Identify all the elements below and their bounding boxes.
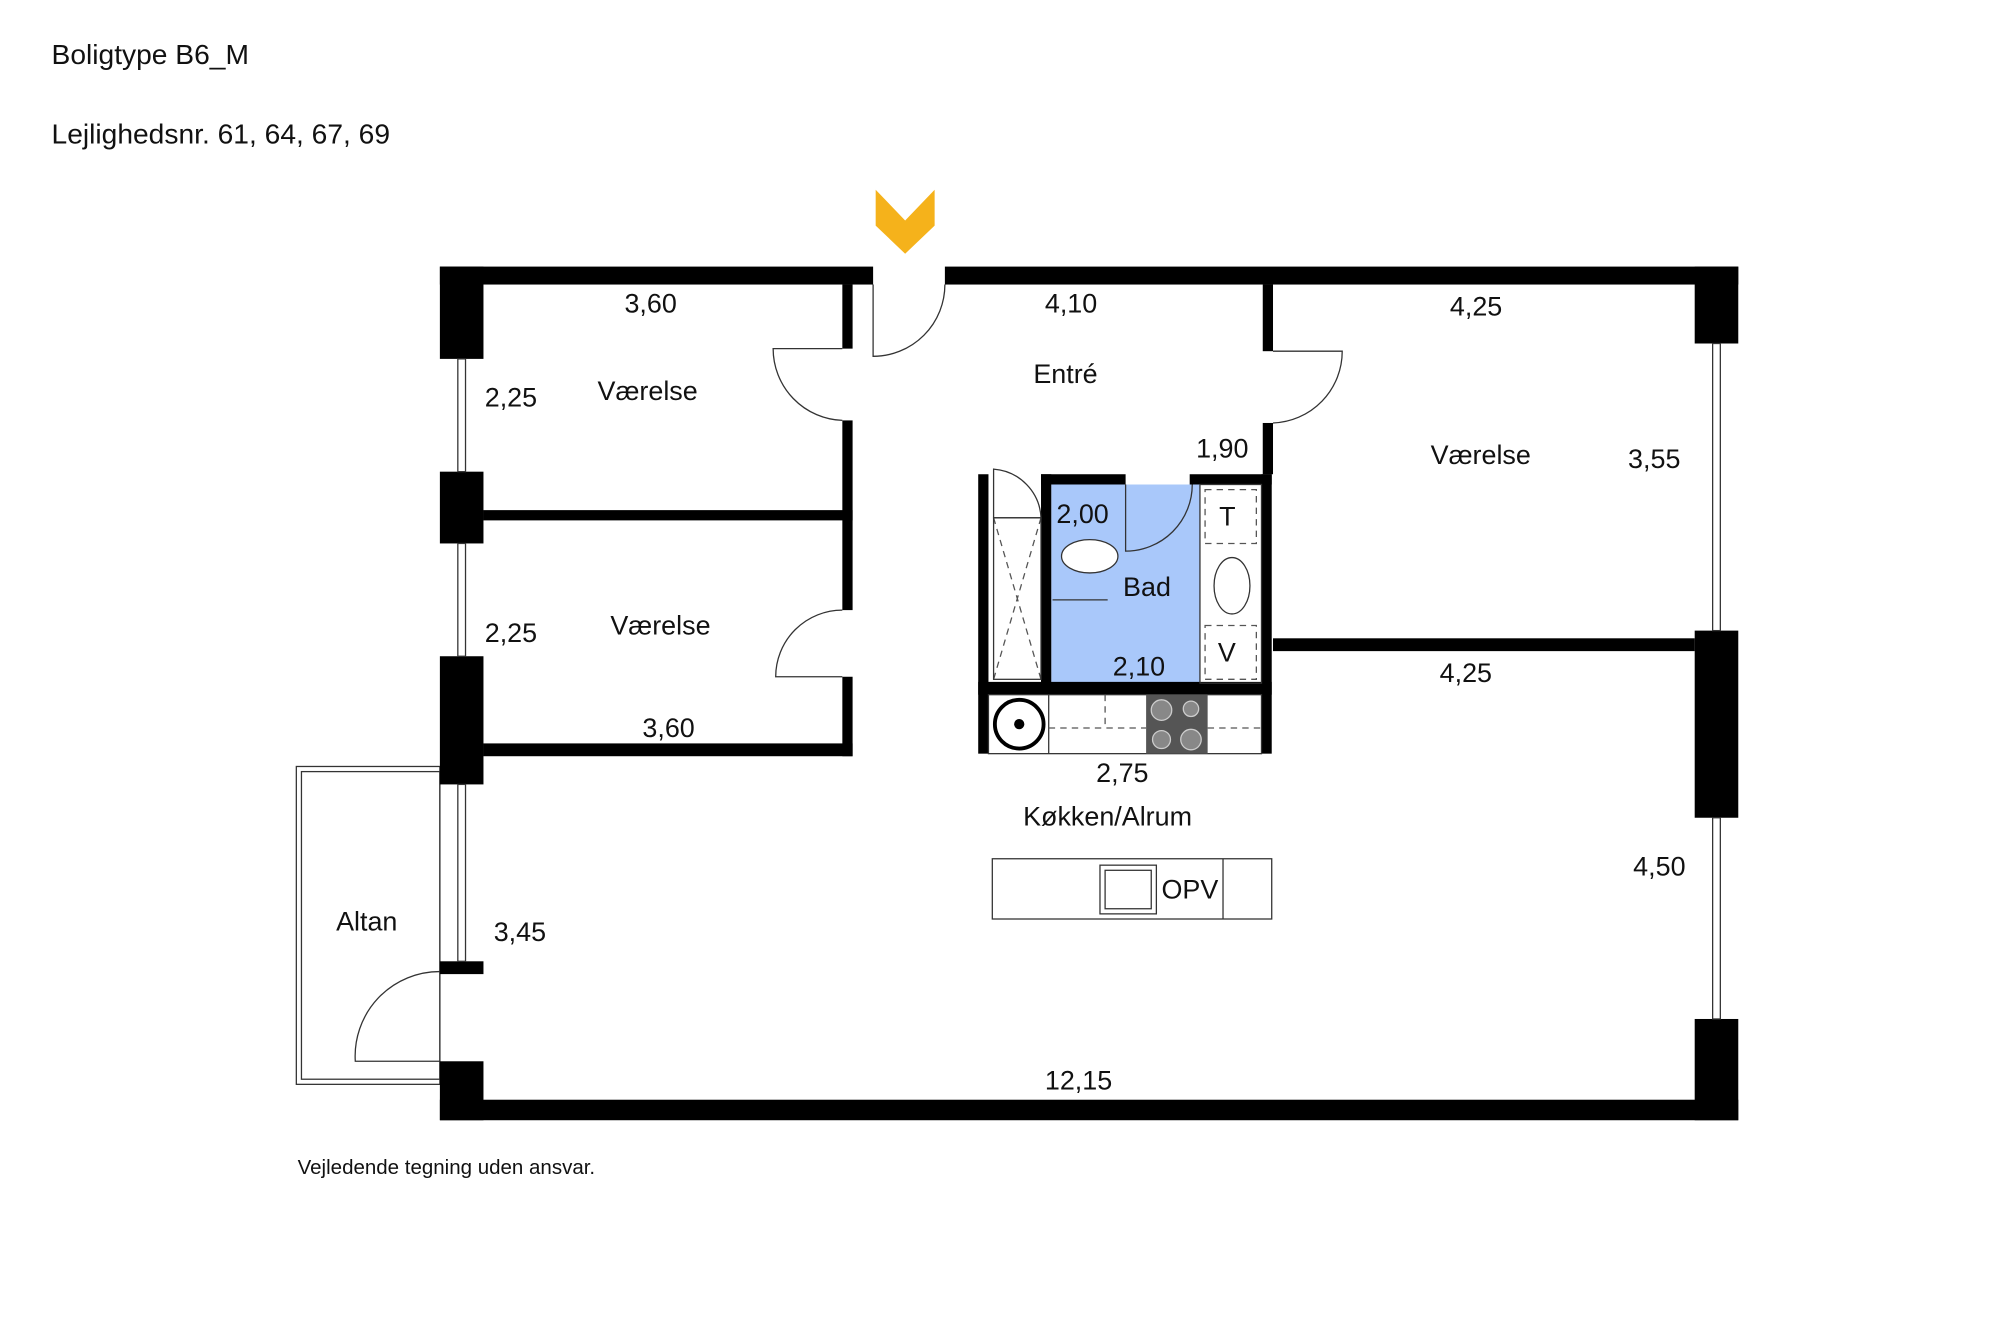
island-sink-icon bbox=[1099, 864, 1158, 915]
kitchen-width: 12,15 bbox=[1045, 1065, 1112, 1095]
room1-depth: 2,25 bbox=[485, 382, 537, 412]
dryer-label: T bbox=[1219, 502, 1235, 532]
bath-width: 2,00 bbox=[1056, 499, 1108, 529]
room2-depth: 2,25 bbox=[485, 618, 537, 648]
altan-name: Altan bbox=[336, 907, 397, 937]
dishwasher-label: OPV bbox=[1161, 874, 1218, 904]
kitchen-counter bbox=[987, 694, 1263, 755]
counter-width: 2,75 bbox=[1096, 758, 1148, 788]
bath-fixtures: T V bbox=[992, 483, 1263, 684]
washer-box bbox=[1204, 624, 1257, 680]
entre-width: 4,10 bbox=[1045, 289, 1097, 319]
room2-width: 3,60 bbox=[642, 713, 694, 743]
kitchen-top-width: 4,25 bbox=[1440, 658, 1492, 688]
room2-name: Værelse bbox=[610, 610, 710, 640]
disclaimer: Vejledende tegning uden ansvar. bbox=[298, 1156, 596, 1179]
kitchen-name: Køkken/Alrum bbox=[1023, 801, 1192, 831]
room3-depth: 3,55 bbox=[1628, 444, 1680, 474]
walls bbox=[439, 266, 1739, 1121]
bath-name: Bad bbox=[1123, 572, 1171, 602]
washer-label: V bbox=[1218, 637, 1236, 667]
balcony bbox=[295, 765, 441, 1085]
kitchen-depth-right: 4,50 bbox=[1633, 851, 1685, 881]
entre-depth: 1,90 bbox=[1196, 434, 1248, 464]
housing-type-title: Boligtype B6_M bbox=[52, 38, 249, 70]
room3-width: 4,25 bbox=[1450, 291, 1502, 321]
room1-name: Værelse bbox=[598, 376, 698, 406]
entre-name: Entré bbox=[1033, 359, 1097, 389]
entrance-arrow-icon bbox=[875, 189, 935, 254]
windows bbox=[457, 342, 1721, 1020]
kitchen-island: OPV bbox=[991, 858, 1273, 920]
room1-width: 3,60 bbox=[624, 289, 676, 319]
balcony-door-icon bbox=[354, 970, 440, 1062]
toilet-icon bbox=[1060, 538, 1119, 574]
room3-name: Værelse bbox=[1431, 440, 1531, 470]
apartment-numbers: Lejlighedsnr. 61, 64, 67, 69 bbox=[52, 118, 391, 150]
dryer-box bbox=[1204, 488, 1257, 545]
bath-depth: 2,10 bbox=[1113, 651, 1165, 681]
kitchen-depth-left: 3,45 bbox=[494, 917, 546, 947]
sink-icon bbox=[1213, 556, 1251, 615]
